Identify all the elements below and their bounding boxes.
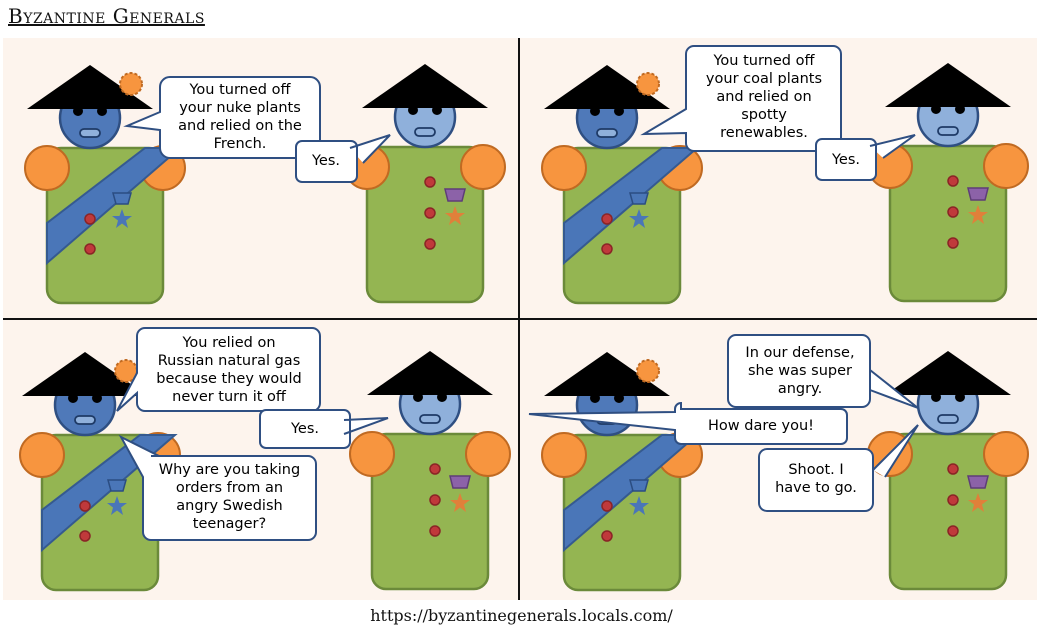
footer-url: https://byzantinegenerals.locals.com/	[370, 606, 673, 625]
speech-text: How dare you!	[708, 418, 814, 434]
speech-text: Yes.	[831, 152, 861, 168]
speech-bubble	[259, 409, 389, 449]
speech-bubble	[758, 424, 919, 512]
panel-3	[18, 327, 512, 592]
general-right	[348, 349, 512, 591]
comic-title: Byzantine Generals	[8, 4, 205, 28]
speech-bubble	[528, 401, 848, 445]
speech-bubble	[640, 45, 842, 152]
speech-bubble	[123, 76, 321, 159]
general-right	[866, 61, 1030, 303]
general-right	[343, 62, 507, 304]
general-left	[540, 350, 704, 592]
speech-bubble	[116, 327, 321, 412]
speech-bubble	[118, 434, 317, 541]
speech-bubble	[815, 134, 916, 181]
speech-text: Yes.	[311, 153, 341, 169]
panel-2	[540, 45, 1030, 305]
speech-text: Yes.	[290, 421, 320, 437]
speech-bubble	[727, 334, 919, 409]
panel-1	[23, 62, 507, 305]
general-left	[540, 63, 704, 305]
panel-4	[528, 334, 1030, 592]
speech-bubble	[295, 134, 391, 183]
panel-divider-horizontal	[3, 318, 1037, 320]
